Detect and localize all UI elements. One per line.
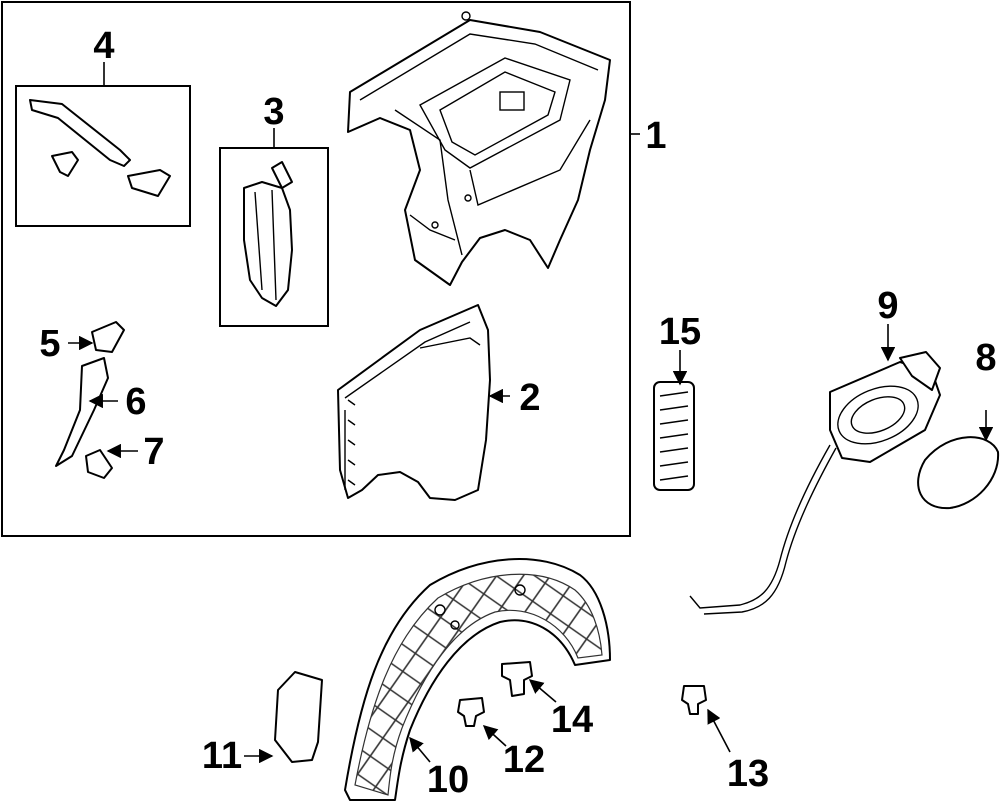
part-5-bracket[interactable] (91, 321, 125, 353)
assembly-box-part-4 (15, 85, 191, 227)
callout-1: 1 (645, 115, 666, 157)
part-8-fuel-door[interactable] (917, 436, 1000, 510)
part-2-quarter-outer-panel[interactable] (337, 304, 491, 501)
part-1-quarter-inner-panel[interactable] (347, 11, 611, 286)
callout-2: 2 (519, 377, 540, 419)
callout-13: 13 (727, 753, 769, 795)
part-6-bracket[interactable] (55, 357, 109, 467)
callout-12: 12 (503, 739, 545, 781)
leader-lines (68, 62, 994, 764)
part-12-clip[interactable] (457, 697, 485, 727)
callout-3: 3 (263, 91, 284, 133)
part-11-splash-guard[interactable] (274, 671, 323, 763)
callout-15: 15 (659, 311, 701, 353)
callout-8: 8 (975, 337, 996, 379)
part-3-bracket[interactable] (243, 161, 293, 307)
part-7-bracket[interactable] (85, 449, 113, 479)
part-4-reinforcement[interactable] (29, 99, 171, 197)
callout-7: 7 (143, 431, 164, 473)
callout-5: 5 (39, 323, 60, 365)
callout-6: 6 (125, 381, 146, 423)
part-10-wheelhouse-liner[interactable] (344, 558, 611, 801)
part-13-clip[interactable] (681, 685, 707, 715)
assembly-box-main (1, 1, 631, 537)
part-14-push-pin[interactable] (501, 661, 533, 697)
callout-11: 11 (202, 735, 242, 777)
part-9-fuel-filler-housing[interactable] (689, 351, 941, 615)
callout-9: 9 (877, 285, 898, 327)
callout-10: 10 (427, 759, 469, 801)
callout-14: 14 (551, 699, 593, 741)
callout-4: 4 (93, 25, 114, 67)
part-15-vent-grille[interactable] (653, 381, 695, 491)
